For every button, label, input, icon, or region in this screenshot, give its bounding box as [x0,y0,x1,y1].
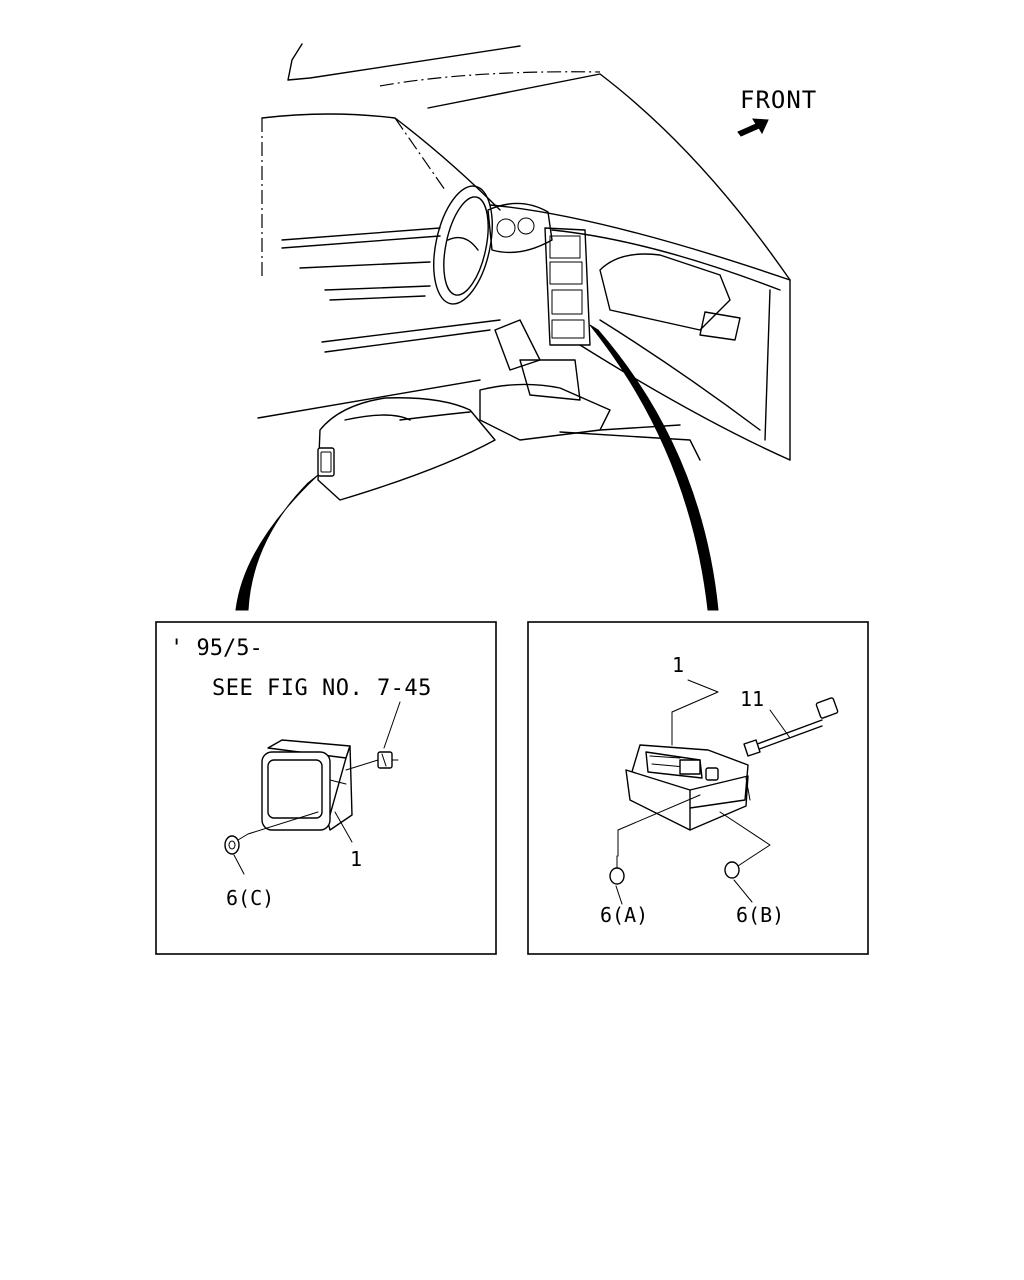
screw-a-icon [609,855,625,885]
right-detail-panel: 1 11 6(A) 6(B) [527,621,869,955]
leader-curve-right [589,324,719,611]
clip-part [377,751,399,769]
callout-screw-6b: 6(B) [736,903,784,927]
left-detail-panel: ' 95/5- SEE FIG NO. 7-45 1 6(C) [155,621,497,955]
front-direction-indicator: FRONT [737,86,817,137]
vehicle-interior-illustration [257,43,791,501]
screw-icon [224,833,249,855]
leader-curve-left [235,474,319,611]
callout-screw-6a: 6(A) [600,903,648,927]
front-ashtray-part [625,744,751,831]
callout-part-1: 1 [350,847,362,871]
screw-b-icon [724,857,751,879]
callout-harness-11: 11 [740,687,764,711]
wire-harness-part [743,697,839,757]
front-label: FRONT [740,86,817,114]
callout-screw-6c: 6(C) [226,886,274,910]
callout-part-1-right: 1 [672,653,684,677]
rear-ashtray-part [261,739,353,831]
arrow-icon [737,118,769,137]
reference-note: SEE FIG NO. 7-45 [212,676,432,701]
date-note: ' 95/5- [170,636,263,661]
